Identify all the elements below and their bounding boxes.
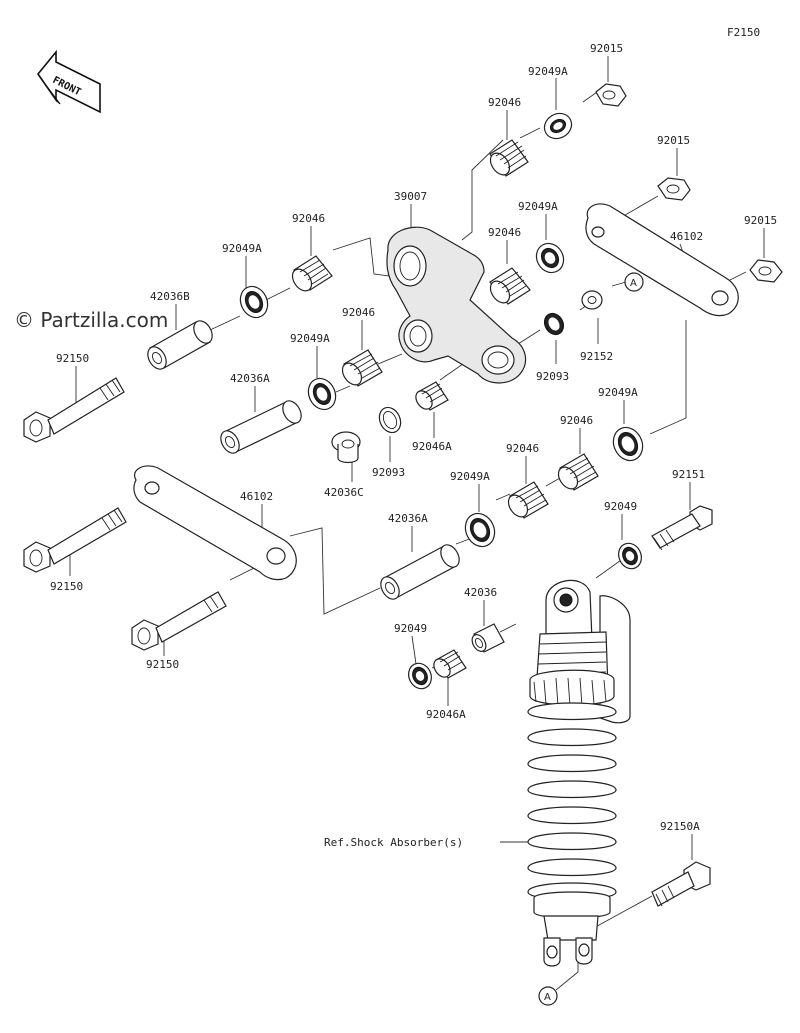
label-92015-right: 92015	[744, 214, 777, 227]
ref-marker-a-bottom: A	[538, 986, 558, 1006]
front-arrow-icon: FRONT	[36, 49, 101, 114]
label-92151: 92151	[672, 468, 705, 481]
label-92049-right: 92049	[604, 500, 637, 513]
label-46102-left: 46102	[240, 490, 273, 503]
part-92049A-lower[interactable]	[460, 509, 500, 552]
part-92046-top[interactable]	[487, 139, 529, 178]
part-92046A-lower[interactable]	[431, 649, 467, 680]
part-92150-mid[interactable]	[23, 507, 127, 573]
part-92049A-center[interactable]	[303, 374, 340, 414]
label-92015-mid: 92015	[657, 134, 690, 147]
label-42036A-lower: 42036A	[388, 512, 428, 525]
label-42036A-left: 42036A	[230, 372, 270, 385]
part-92046-left[interactable]	[289, 255, 333, 294]
part-39007-rocker-arm[interactable]	[386, 226, 527, 384]
label-92046A-lower: 92046A	[426, 708, 466, 721]
label-42036C: 42036C	[324, 486, 364, 499]
part-92049A-left[interactable]	[235, 282, 272, 322]
part-92046-right-1[interactable]	[555, 453, 599, 492]
label-42036B: 42036B	[150, 290, 190, 303]
part-92015-mid[interactable]	[657, 177, 691, 201]
label-46102-right: 46102	[670, 230, 703, 243]
ref-marker-a-top: A	[624, 272, 644, 292]
part-92049-right[interactable]	[615, 540, 646, 573]
label-42036: 42036	[464, 586, 497, 599]
label-92046-top: 92046	[488, 96, 521, 109]
part-92049A-right[interactable]	[608, 423, 648, 466]
part-92015-right[interactable]	[749, 259, 783, 283]
label-92150-low: 92150	[146, 658, 179, 671]
part-92093-center[interactable]	[375, 404, 404, 436]
label-92049A-right: 92049A	[598, 386, 638, 399]
part-46102-left-link[interactable]	[133, 465, 297, 581]
part-92152[interactable]	[581, 290, 603, 310]
part-42036[interactable]	[469, 623, 505, 654]
label-92093-center: 92093	[372, 466, 405, 479]
ref-shock-absorber-label: Ref.Shock Absorber(s)	[324, 836, 463, 849]
watermark: © Partzilla.com	[14, 308, 168, 332]
part-92046-upper-right[interactable]	[487, 267, 531, 306]
label-92049A-lower: 92049A	[450, 470, 490, 483]
ref-marker-a-top-label: A	[630, 278, 637, 289]
part-46102-right-link[interactable]	[585, 203, 739, 317]
label-92046-right-1: 92046	[560, 414, 593, 427]
label-92049A-center: 92049A	[290, 332, 330, 345]
part-labels: 92015 92049A 92046 92015 39007 92049A 92…	[50, 42, 777, 833]
part-92150-low[interactable]	[131, 591, 227, 651]
part-92046A-upper[interactable]	[413, 381, 449, 412]
label-92046-right-2: 92046	[506, 442, 539, 455]
part-42036A-lower[interactable]	[377, 542, 463, 603]
figure-code: F2150	[727, 26, 760, 39]
part-92150-top[interactable]	[23, 377, 125, 443]
label-92015-top: 92015	[590, 42, 623, 55]
part-92150A[interactable]	[651, 861, 711, 907]
label-92150-mid: 92150	[50, 580, 83, 593]
part-92049-lower[interactable]	[405, 660, 436, 693]
label-92150A: 92150A	[660, 820, 700, 833]
label-92046A-upper: 92046A	[412, 440, 452, 453]
part-42036B[interactable]	[144, 318, 216, 373]
shock-absorber[interactable]	[527, 579, 631, 967]
part-42036C[interactable]	[331, 431, 361, 464]
part-92049A-upper[interactable]	[531, 239, 569, 278]
shock-spring	[527, 702, 617, 901]
part-92046-right-2[interactable]	[505, 481, 549, 520]
ref-marker-a-bottom-label: A	[544, 992, 551, 1003]
part-92015-top[interactable]	[595, 83, 627, 107]
label-92049-lower: 92049	[394, 622, 427, 635]
part-92151[interactable]	[651, 505, 713, 551]
label-39007: 39007	[394, 190, 427, 203]
label-92152: 92152	[580, 350, 613, 363]
part-42036A-left[interactable]	[217, 398, 305, 457]
part-92049A-top[interactable]	[540, 109, 576, 144]
label-92046-center: 92046	[342, 306, 375, 319]
label-92049A-top: 92049A	[528, 65, 568, 78]
part-92093-right[interactable]	[541, 310, 568, 338]
label-92150-top: 92150	[56, 352, 89, 365]
label-92046-left: 92046	[292, 212, 325, 225]
label-92049A-left: 92049A	[222, 242, 262, 255]
label-92046-upper-right: 92046	[488, 226, 521, 239]
label-92093-right: 92093	[536, 370, 569, 383]
label-92049A-upper: 92049A	[518, 200, 558, 213]
part-92046-center[interactable]	[339, 349, 383, 388]
